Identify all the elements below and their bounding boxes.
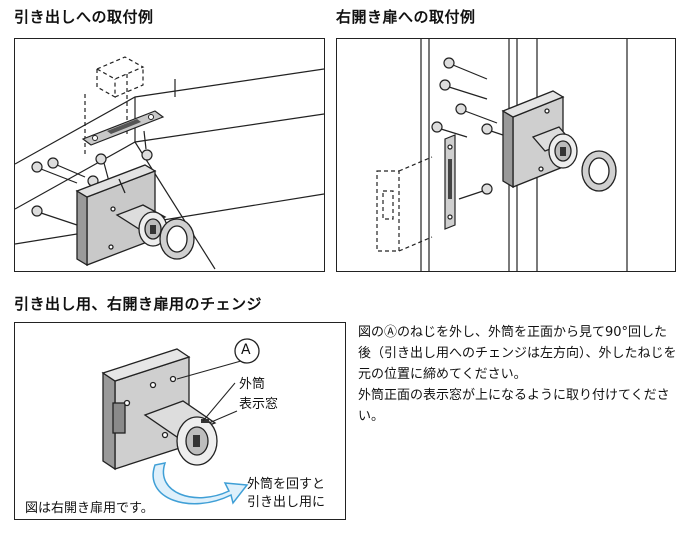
drawer-section-title: 引き出しへの取付例 — [14, 8, 154, 26]
change-section-title: 引き出し用、右開き扉用のチェンジ — [14, 295, 263, 313]
instructions: 図のⒶのねじを外し、外筒を正面から見て90°回した後（引き出し用へのチェンジは左… — [358, 322, 680, 427]
door-mount-diagram — [336, 38, 676, 272]
strike-plate — [81, 110, 165, 146]
lock-body — [101, 348, 218, 471]
lock-body — [75, 164, 195, 267]
marker-a-circle — [234, 338, 260, 364]
indicator-window — [201, 419, 209, 423]
change-diagram: A 外筒 表示窓 外筒を回すと 引き出し用に 図は右開き扉用です。 — [14, 322, 346, 520]
door-illustration — [376, 39, 628, 271]
mounting-screws — [431, 57, 510, 200]
screw-a — [169, 375, 177, 383]
instructions-para1: 図のⒶのねじを外し、外筒を正面から見て90°回した後（引き出し用へのチェンジは左… — [358, 325, 677, 382]
marker-a-label: A — [241, 342, 251, 358]
rotation-arrow — [152, 462, 249, 505]
arrow-note-line2: 引き出し用に — [247, 495, 326, 510]
change-illustration — [101, 338, 260, 505]
outer-tube-label: 外筒 — [239, 377, 266, 392]
door-section-title: 右開き扉への取付例 — [336, 8, 476, 26]
instructions-para2: 外筒正面の表示窓が上になるように取り付けてください。 — [358, 388, 670, 424]
drawer-illustration — [15, 56, 324, 270]
arrow-note-line1: 外筒を回すと — [247, 477, 326, 492]
drawer-mount-diagram — [14, 38, 325, 272]
figure-caption: 図は右開き扉用です。 — [25, 501, 154, 516]
strike-plate — [444, 134, 456, 230]
indicator-window-label: 表示窓 — [239, 397, 279, 412]
lock-body — [501, 90, 617, 192]
